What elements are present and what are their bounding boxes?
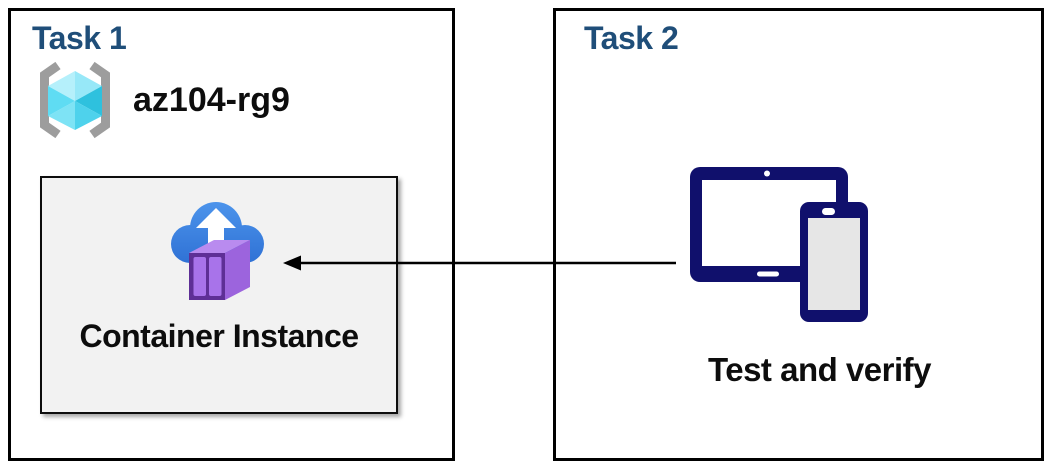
task2-box: Task 2 Test and verify xyxy=(553,8,1044,461)
phone-icon xyxy=(800,202,868,322)
container-instance-label: Container Instance xyxy=(79,318,359,354)
test-and-verify-label: Test and verify xyxy=(708,351,931,388)
devices-icon-wrap xyxy=(690,167,868,322)
devices-icon xyxy=(690,167,868,322)
task2-title: Task 2 xyxy=(584,20,679,56)
resource-group-icon xyxy=(40,61,110,139)
task1-box: Task 1 az104-rg9 xyxy=(8,8,455,461)
container-box xyxy=(189,240,250,300)
container-instance-card: Container Instance xyxy=(40,176,398,414)
resource-group: az104-rg9 xyxy=(31,61,290,139)
resource-group-name: az104-rg9 xyxy=(133,80,290,119)
task1-title: Task 1 xyxy=(32,20,127,56)
container-instance-icon xyxy=(171,202,264,300)
upload-arrow-icon xyxy=(196,208,236,256)
